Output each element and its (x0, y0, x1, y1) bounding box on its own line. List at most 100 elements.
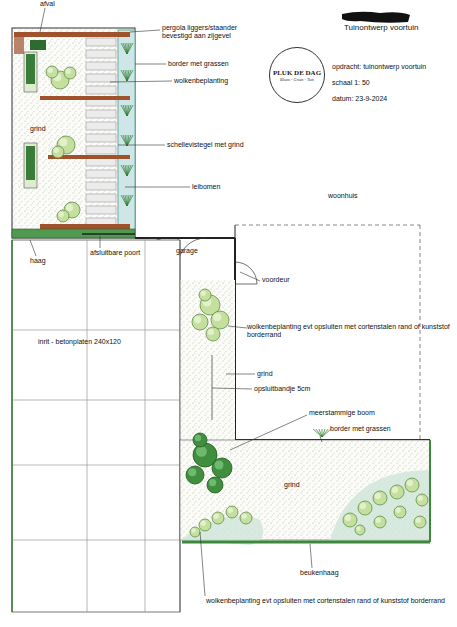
plan-label: voordeur (262, 276, 290, 284)
plan-label: woonhuis (328, 192, 358, 200)
tile (86, 134, 116, 142)
tile (86, 158, 116, 166)
plan-label: grind (257, 370, 273, 378)
bush (206, 327, 220, 341)
grass (121, 195, 127, 206)
grass (322, 429, 331, 437)
bush (207, 477, 223, 493)
bush-highlight (194, 316, 201, 323)
bush-highlight (215, 461, 224, 470)
bush-highlight (418, 496, 423, 501)
bush-highlight (59, 138, 67, 146)
grass (127, 195, 133, 206)
bush-highlight (392, 487, 398, 493)
grass (123, 105, 127, 116)
grass (316, 429, 322, 437)
bush-highlight (195, 435, 201, 441)
bush-highlight (214, 514, 219, 519)
plan-label: haag (30, 257, 46, 265)
bush-highlight (407, 480, 413, 486)
plan-label: pergola liggers/staander bevestigd aan z… (162, 24, 254, 40)
bush-highlight (201, 521, 206, 526)
grass (123, 70, 127, 81)
bush (343, 513, 357, 527)
grass (125, 43, 127, 54)
grass (125, 195, 127, 206)
bush-highlight (416, 518, 421, 523)
plan-label: opsluitbandje 5cm (254, 385, 310, 393)
bush-highlight (228, 508, 233, 513)
tile (86, 110, 116, 118)
plan-label: Tuinontwerp voortuin (344, 24, 418, 32)
bush (192, 314, 208, 330)
tile (86, 206, 116, 214)
tile (86, 182, 116, 190)
grass (125, 135, 127, 146)
plan-label: wolkenbeplanting (174, 77, 228, 85)
bush (193, 433, 207, 447)
plan-label: leibomen (192, 183, 220, 191)
grass (123, 195, 127, 206)
bush (394, 506, 406, 518)
bush (414, 516, 426, 528)
bush (416, 494, 428, 506)
grass (127, 43, 133, 54)
bush-highlight (191, 528, 196, 533)
tile (86, 50, 116, 58)
tile (86, 194, 116, 202)
grass (123, 135, 127, 146)
bush-highlight (66, 204, 73, 211)
bush (186, 466, 204, 484)
bush (358, 501, 372, 515)
bush-highlight (48, 68, 53, 73)
grass (127, 70, 133, 81)
tile (86, 122, 116, 130)
bush (374, 516, 386, 528)
bush-highlight (213, 313, 221, 321)
plan-label: border met grassen (168, 60, 229, 68)
plan-label: border met grassen (330, 425, 391, 433)
plan-label: afsluitbare poort (90, 249, 140, 257)
bush-highlight (360, 503, 366, 509)
plan-label: grind (30, 125, 46, 133)
tile (86, 38, 116, 46)
plan-label: schaal 1: 50 (332, 79, 370, 87)
bush (64, 67, 76, 79)
bush (57, 210, 69, 222)
bush-highlight (375, 493, 381, 499)
tile (86, 74, 116, 82)
grass (313, 429, 322, 437)
plan-label: schellevistegel met grind (167, 141, 244, 149)
plan-label: wolkenbeplanting evt opsluiten met corte… (206, 597, 451, 605)
tile (86, 146, 116, 154)
bush (212, 512, 224, 524)
bush-highlight (59, 212, 64, 217)
grass (123, 43, 127, 54)
tile (86, 62, 116, 70)
bush-highlight (188, 468, 196, 476)
tile (86, 86, 116, 94)
bush-highlight (242, 514, 247, 519)
plan-label: opdracht: tuinontwerp voortuin (332, 63, 426, 71)
grass (121, 105, 127, 116)
grass (121, 135, 127, 146)
plan-label: afval (40, 0, 55, 8)
grass (125, 105, 127, 116)
grass (121, 70, 127, 81)
plan-label: wolkenbeplanting evt opsluiten met corte… (247, 323, 452, 339)
grass (121, 43, 127, 54)
bush-highlight (201, 291, 206, 296)
bush (390, 485, 404, 499)
bush (199, 519, 211, 531)
bush-highlight (196, 446, 207, 457)
plan-label: beukenhaag (300, 569, 339, 577)
bush-highlight (396, 508, 401, 513)
bush-highlight (356, 526, 361, 531)
bush (52, 146, 64, 158)
grass (121, 165, 127, 176)
logo-circle: PLUK DE DAGBloem - Groen - Tuin (269, 47, 325, 103)
plan-label: garage (176, 247, 198, 255)
bush-highlight (376, 518, 381, 523)
grass (125, 70, 127, 81)
